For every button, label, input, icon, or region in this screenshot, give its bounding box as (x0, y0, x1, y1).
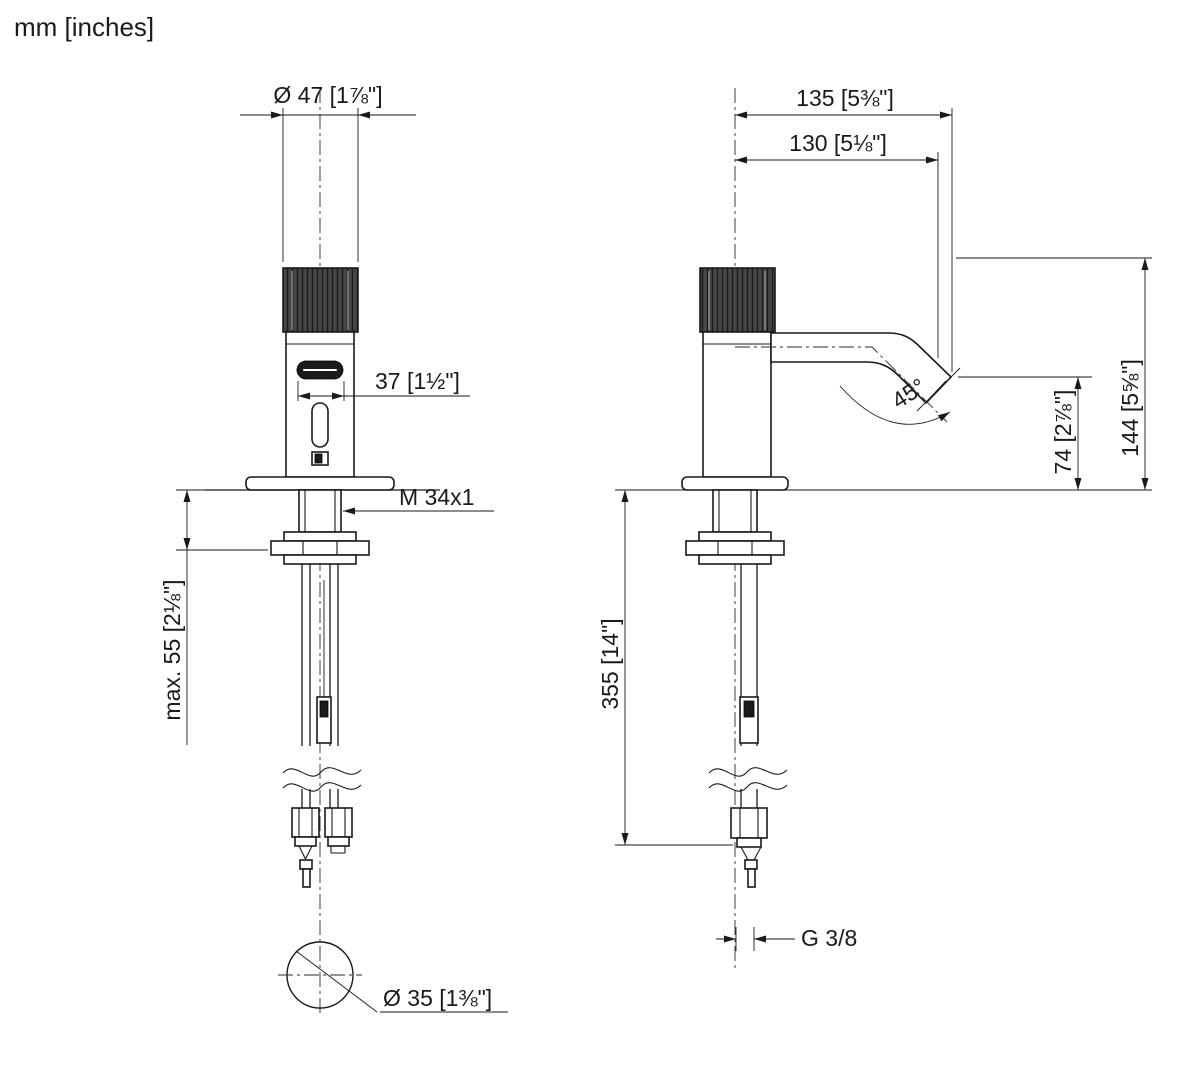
spout-axis-centerline (735, 346, 948, 423)
dim-window-width-label: 37 [1½"] (375, 368, 460, 394)
front-oval-window (311, 402, 329, 448)
side-washer (698, 554, 772, 565)
front-connectors (291, 807, 353, 888)
front-hoses (282, 564, 362, 808)
front-washer (283, 531, 357, 542)
dim-hose-length-label: 355 [14"] (597, 618, 623, 709)
dim-window-width: 37 [1½"] (297, 368, 470, 401)
dim-reach-inner-label: 130 [5⅛"] (789, 130, 887, 156)
side-knurled-cap (699, 267, 776, 333)
side-nut (685, 540, 785, 556)
plug-blade (747, 868, 756, 888)
dim-outlet-height-label: 74 [2⅞"] (1050, 390, 1076, 475)
front-view: Ø 47 [1⅞"] 37 [1½"] M 34x1 max. 55 [2⅛"] (159, 82, 508, 1014)
break-line (708, 767, 788, 777)
side-connector (730, 807, 768, 888)
dim-reach-inner: 130 [5⅛"] (735, 130, 939, 358)
plug-blade (302, 868, 311, 888)
dim-max-deck-label: max. 55 [2⅛"] (159, 579, 185, 720)
front-flange (245, 476, 395, 491)
front-washer (283, 554, 357, 565)
dim-hose-length: 355 [14"] (597, 490, 733, 846)
dim-connection-thread-label: G 3/8 (801, 925, 857, 951)
dim-outlet-height: 74 [2⅞"] (958, 376, 1092, 490)
dim-max-deck: max. 55 [2⅛"] (159, 489, 268, 745)
spout (770, 332, 953, 405)
units-label: mm [inches] (14, 12, 154, 42)
dim-reach-outer: 135 [5⅜"] (735, 85, 953, 372)
break-line (282, 782, 362, 792)
side-shank (712, 489, 758, 533)
dim-total-height-label: 144 [5⅝"] (1117, 359, 1143, 457)
dim-reach-outer-label: 135 [5⅜"] (796, 85, 894, 111)
side-hose (708, 564, 788, 808)
dim-connection-thread: G 3/8 (716, 925, 857, 951)
front-nut (270, 540, 370, 556)
side-washer (698, 531, 772, 542)
inline-valve-mark (319, 700, 329, 718)
plug-head (299, 859, 313, 870)
side-view: 135 [5⅜"] 130 [5⅛"] 45° 74 [2⅞"] (597, 85, 1152, 968)
side-flange (681, 476, 789, 491)
plug-head (744, 859, 758, 870)
side-body (702, 331, 772, 478)
front-knurled-cap (282, 267, 359, 333)
break-line (708, 782, 788, 792)
dim-hole-diameter-label: Ø 35 [1⅜"] (383, 985, 492, 1011)
front-shank (298, 489, 342, 533)
break-line (282, 767, 362, 777)
front-indicator-mark (314, 453, 323, 464)
dim-thread-label: M 34x1 (399, 484, 474, 510)
inline-valve-mark (743, 700, 755, 718)
dim-hole-diameter: Ø 35 [1⅜"] (295, 950, 508, 1013)
dim-diameter-top: Ø 47 [1⅞"] (240, 82, 416, 262)
dim-total-height: 144 [5⅝"] (956, 257, 1152, 490)
dim-diameter-top-label: Ø 47 [1⅞"] (273, 82, 382, 108)
dim-thread-callout: M 34x1 (343, 484, 494, 515)
